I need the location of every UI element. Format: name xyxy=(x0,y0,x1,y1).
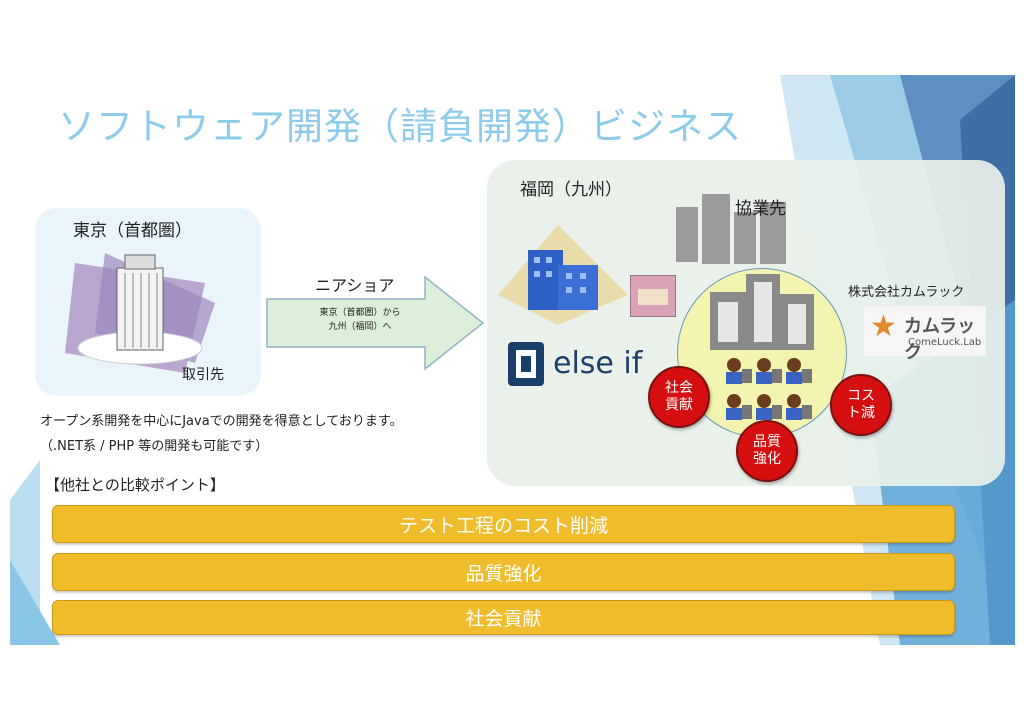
logo-sub-text: ComeLuck.Lab xyxy=(908,337,982,348)
comparison-heading: 【他社との比較ポイント】 xyxy=(45,476,225,494)
point-bar-quality: 品質強化 xyxy=(52,553,955,591)
tokyo-label: 東京（首都圏） xyxy=(73,221,192,241)
arrow-text-line1: 東京（首都圏）から xyxy=(319,308,401,318)
client-label: 取引先 xyxy=(182,367,224,383)
fukuoka-label: 福岡（九州） xyxy=(520,180,622,200)
partner-label: 協業先 xyxy=(735,199,786,219)
company-name: 株式会社カムラック xyxy=(848,285,965,300)
point-bar-cost: テスト工程のコスト削減 xyxy=(52,505,955,543)
office-building-icon xyxy=(498,225,628,325)
nearshore-title: ニアショア xyxy=(315,276,395,295)
badge-quality: 品質強化 xyxy=(736,420,798,482)
tokyo-building-icon xyxy=(65,253,215,373)
description-line2: （.NET系 / PHP 等の開発も可能です） xyxy=(40,439,269,454)
point-bar-social: 社会貢献 xyxy=(52,600,955,635)
kamurakku-logo: ★ カムラック ComeLuck.Lab xyxy=(864,306,986,363)
nearshore-arrow xyxy=(266,275,485,371)
else-if-logo-icon xyxy=(508,342,544,386)
badge-cost-reduction: コスト減 xyxy=(830,374,892,436)
tokyo-panel: 東京（首都圏） 取引先 xyxy=(35,208,261,396)
slide-title: ソフトウェア開発（請負開発）ビジネス xyxy=(58,105,742,148)
kamurakku-building-icon xyxy=(710,274,814,350)
partner-buildings-icon xyxy=(676,194,786,264)
logo-main-text: カムラック xyxy=(904,316,976,363)
handshake-icon xyxy=(630,275,676,317)
badge-social-contribution: 社会貢献 xyxy=(648,366,710,428)
arrow-text-line2: 九州（福岡）へ xyxy=(328,322,392,332)
else-if-logo-text: else if xyxy=(553,346,643,381)
engineers-icon xyxy=(726,358,812,420)
description-line1: オープン系開発を中心にJavaでの開発を得意としております。 xyxy=(40,414,403,429)
star-icon: ★ xyxy=(870,309,897,344)
